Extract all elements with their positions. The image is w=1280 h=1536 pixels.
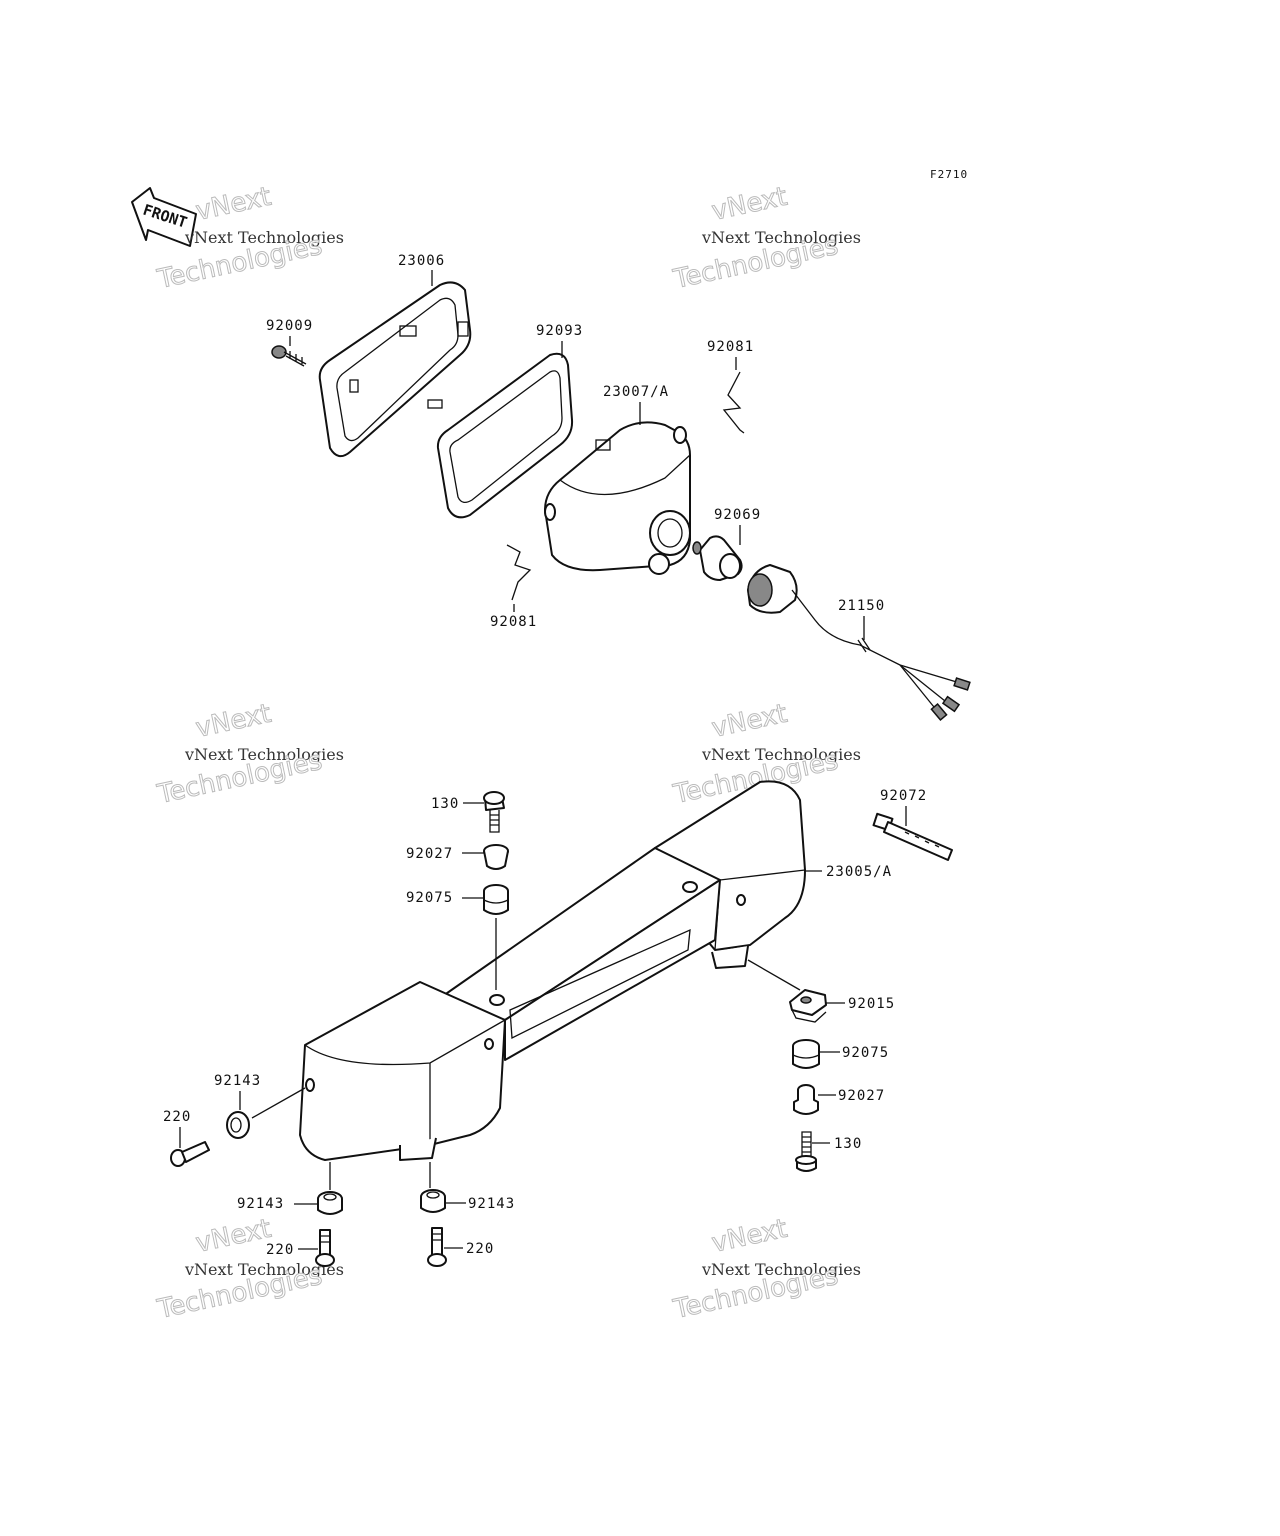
collar-92027-left-part xyxy=(483,844,509,870)
watermark-top-right: vNext Technologies vNext Technologies xyxy=(670,181,861,295)
callout-220-left: 220 xyxy=(266,1242,294,1258)
callout-92027-right: 92027 xyxy=(838,1088,885,1104)
svg-text:vNext Technologies: vNext Technologies xyxy=(701,745,861,764)
cable-tie-92072-part xyxy=(872,812,953,861)
svg-text:vNext Technologies: vNext Technologies xyxy=(701,1260,861,1279)
callout-92027-left: 92027 xyxy=(406,846,453,862)
figure-code: F2710 xyxy=(930,168,968,181)
bolt-130-left-part xyxy=(483,791,505,833)
bolt-220-left-part xyxy=(315,1229,335,1267)
callout-92069: 92069 xyxy=(714,507,761,523)
headlight-housing-part xyxy=(544,421,691,575)
watermark-bottom-right: vNext Technologies vNext Technologies xyxy=(670,1213,861,1325)
socket-harness-part xyxy=(747,564,971,721)
screw-92009-part xyxy=(271,345,307,367)
callout-92143-side: 92143 xyxy=(214,1073,261,1089)
callout-23006: 23006 xyxy=(398,253,445,269)
callout-92009: 92009 xyxy=(266,318,313,334)
svg-text:vNext: vNext xyxy=(709,699,790,744)
headlight-bar-part xyxy=(299,780,806,1161)
grommet-92075-right-part xyxy=(792,1039,820,1069)
bolt-220-right-part xyxy=(427,1227,447,1267)
callout-92081-top: 92081 xyxy=(707,339,754,355)
svg-text:vNext: vNext xyxy=(193,699,274,744)
grommet-92143-right-part xyxy=(420,1189,446,1213)
callout-220-right: 220 xyxy=(466,1241,494,1257)
bolt-130-right-part xyxy=(795,1131,817,1172)
svg-text:vNext: vNext xyxy=(709,182,790,227)
watermark-mid-left: vNext Technologies vNext Technologies xyxy=(154,698,344,810)
callout-23005A: 23005/A xyxy=(826,864,892,880)
callout-92075-left: 92075 xyxy=(406,890,453,906)
bulb-92069-part xyxy=(692,535,743,581)
bolt-220-side-part xyxy=(170,1141,210,1167)
clip-nut-92015-part xyxy=(789,989,827,1023)
callout-220-side: 220 xyxy=(163,1109,191,1125)
grommet-92075-left-part xyxy=(483,884,509,915)
callout-92081-bottom: 92081 xyxy=(490,614,537,630)
callout-92143-left: 92143 xyxy=(237,1196,284,1212)
callout-92093: 92093 xyxy=(536,323,583,339)
collar-92027-right-part xyxy=(793,1084,819,1115)
svg-text:vNext Technologies: vNext Technologies xyxy=(184,228,344,247)
callout-23007A: 23007/A xyxy=(603,384,669,400)
svg-text:vNext: vNext xyxy=(193,182,274,227)
watermark-bottom-left: vNext Technologies vNext Technologies xyxy=(154,1213,344,1325)
callout-92072: 92072 xyxy=(880,788,927,804)
grommet-92143-left-part xyxy=(317,1191,343,1215)
callout-130-right: 130 xyxy=(834,1136,862,1152)
callout-92015: 92015 xyxy=(848,996,895,1012)
callout-21150: 21150 xyxy=(838,598,885,614)
callout-92075-right: 92075 xyxy=(842,1045,889,1061)
svg-text:vNext Technologies: vNext Technologies xyxy=(184,745,344,764)
grommet-92143-side-part xyxy=(226,1111,250,1139)
headlight-bezel-part xyxy=(318,281,472,458)
wire-clip-top-part xyxy=(722,371,745,434)
wire-clip-bottom-part xyxy=(506,544,532,601)
callout-130-left: 130 xyxy=(431,796,459,812)
svg-text:vNext: vNext xyxy=(709,1214,790,1259)
callout-92143-right: 92143 xyxy=(468,1196,515,1212)
svg-text:vNext Technologies: vNext Technologies xyxy=(184,1260,344,1279)
lens-gasket-part xyxy=(436,352,574,519)
svg-text:vNext Technologies: vNext Technologies xyxy=(701,228,861,247)
svg-text:vNext: vNext xyxy=(193,1214,274,1259)
